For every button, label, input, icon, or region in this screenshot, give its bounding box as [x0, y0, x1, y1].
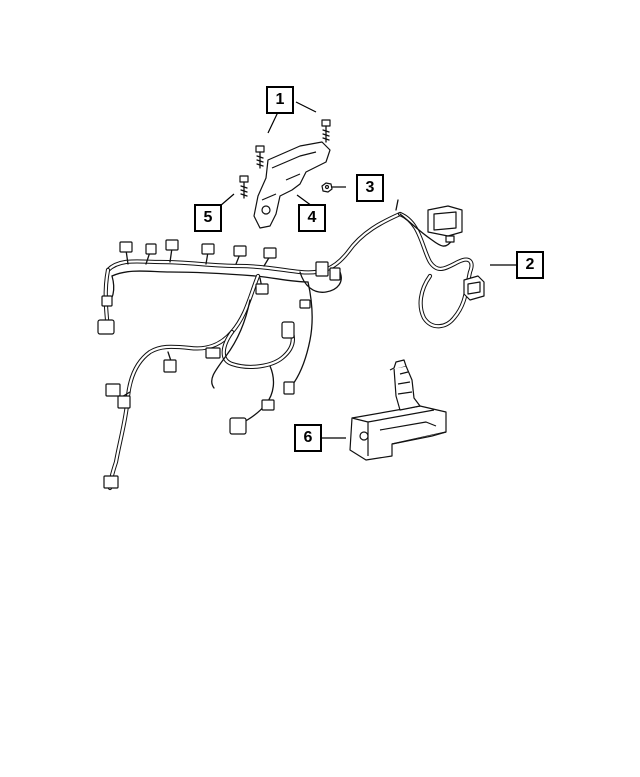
- engine-wiring-harness: [103, 199, 474, 491]
- bolt-upper: [321, 119, 331, 143]
- harness-clip: [349, 359, 447, 461]
- harness-connectors: [97, 205, 485, 489]
- callout-5[interactable]: 5: [194, 204, 222, 232]
- callout-6[interactable]: 6: [294, 424, 322, 452]
- bolt-left: [255, 145, 265, 169]
- callout-2[interactable]: 2: [516, 251, 544, 279]
- leader-1a: [267, 111, 279, 134]
- callout-3[interactable]: 3: [356, 174, 384, 202]
- callout-4[interactable]: 4: [298, 204, 326, 232]
- leader-1b: [295, 101, 317, 113]
- harness-bracket: [253, 141, 331, 229]
- leader-5: [219, 193, 235, 207]
- nut: [321, 182, 333, 193]
- bolt-lower: [239, 175, 249, 199]
- callout-1[interactable]: 1: [266, 86, 294, 114]
